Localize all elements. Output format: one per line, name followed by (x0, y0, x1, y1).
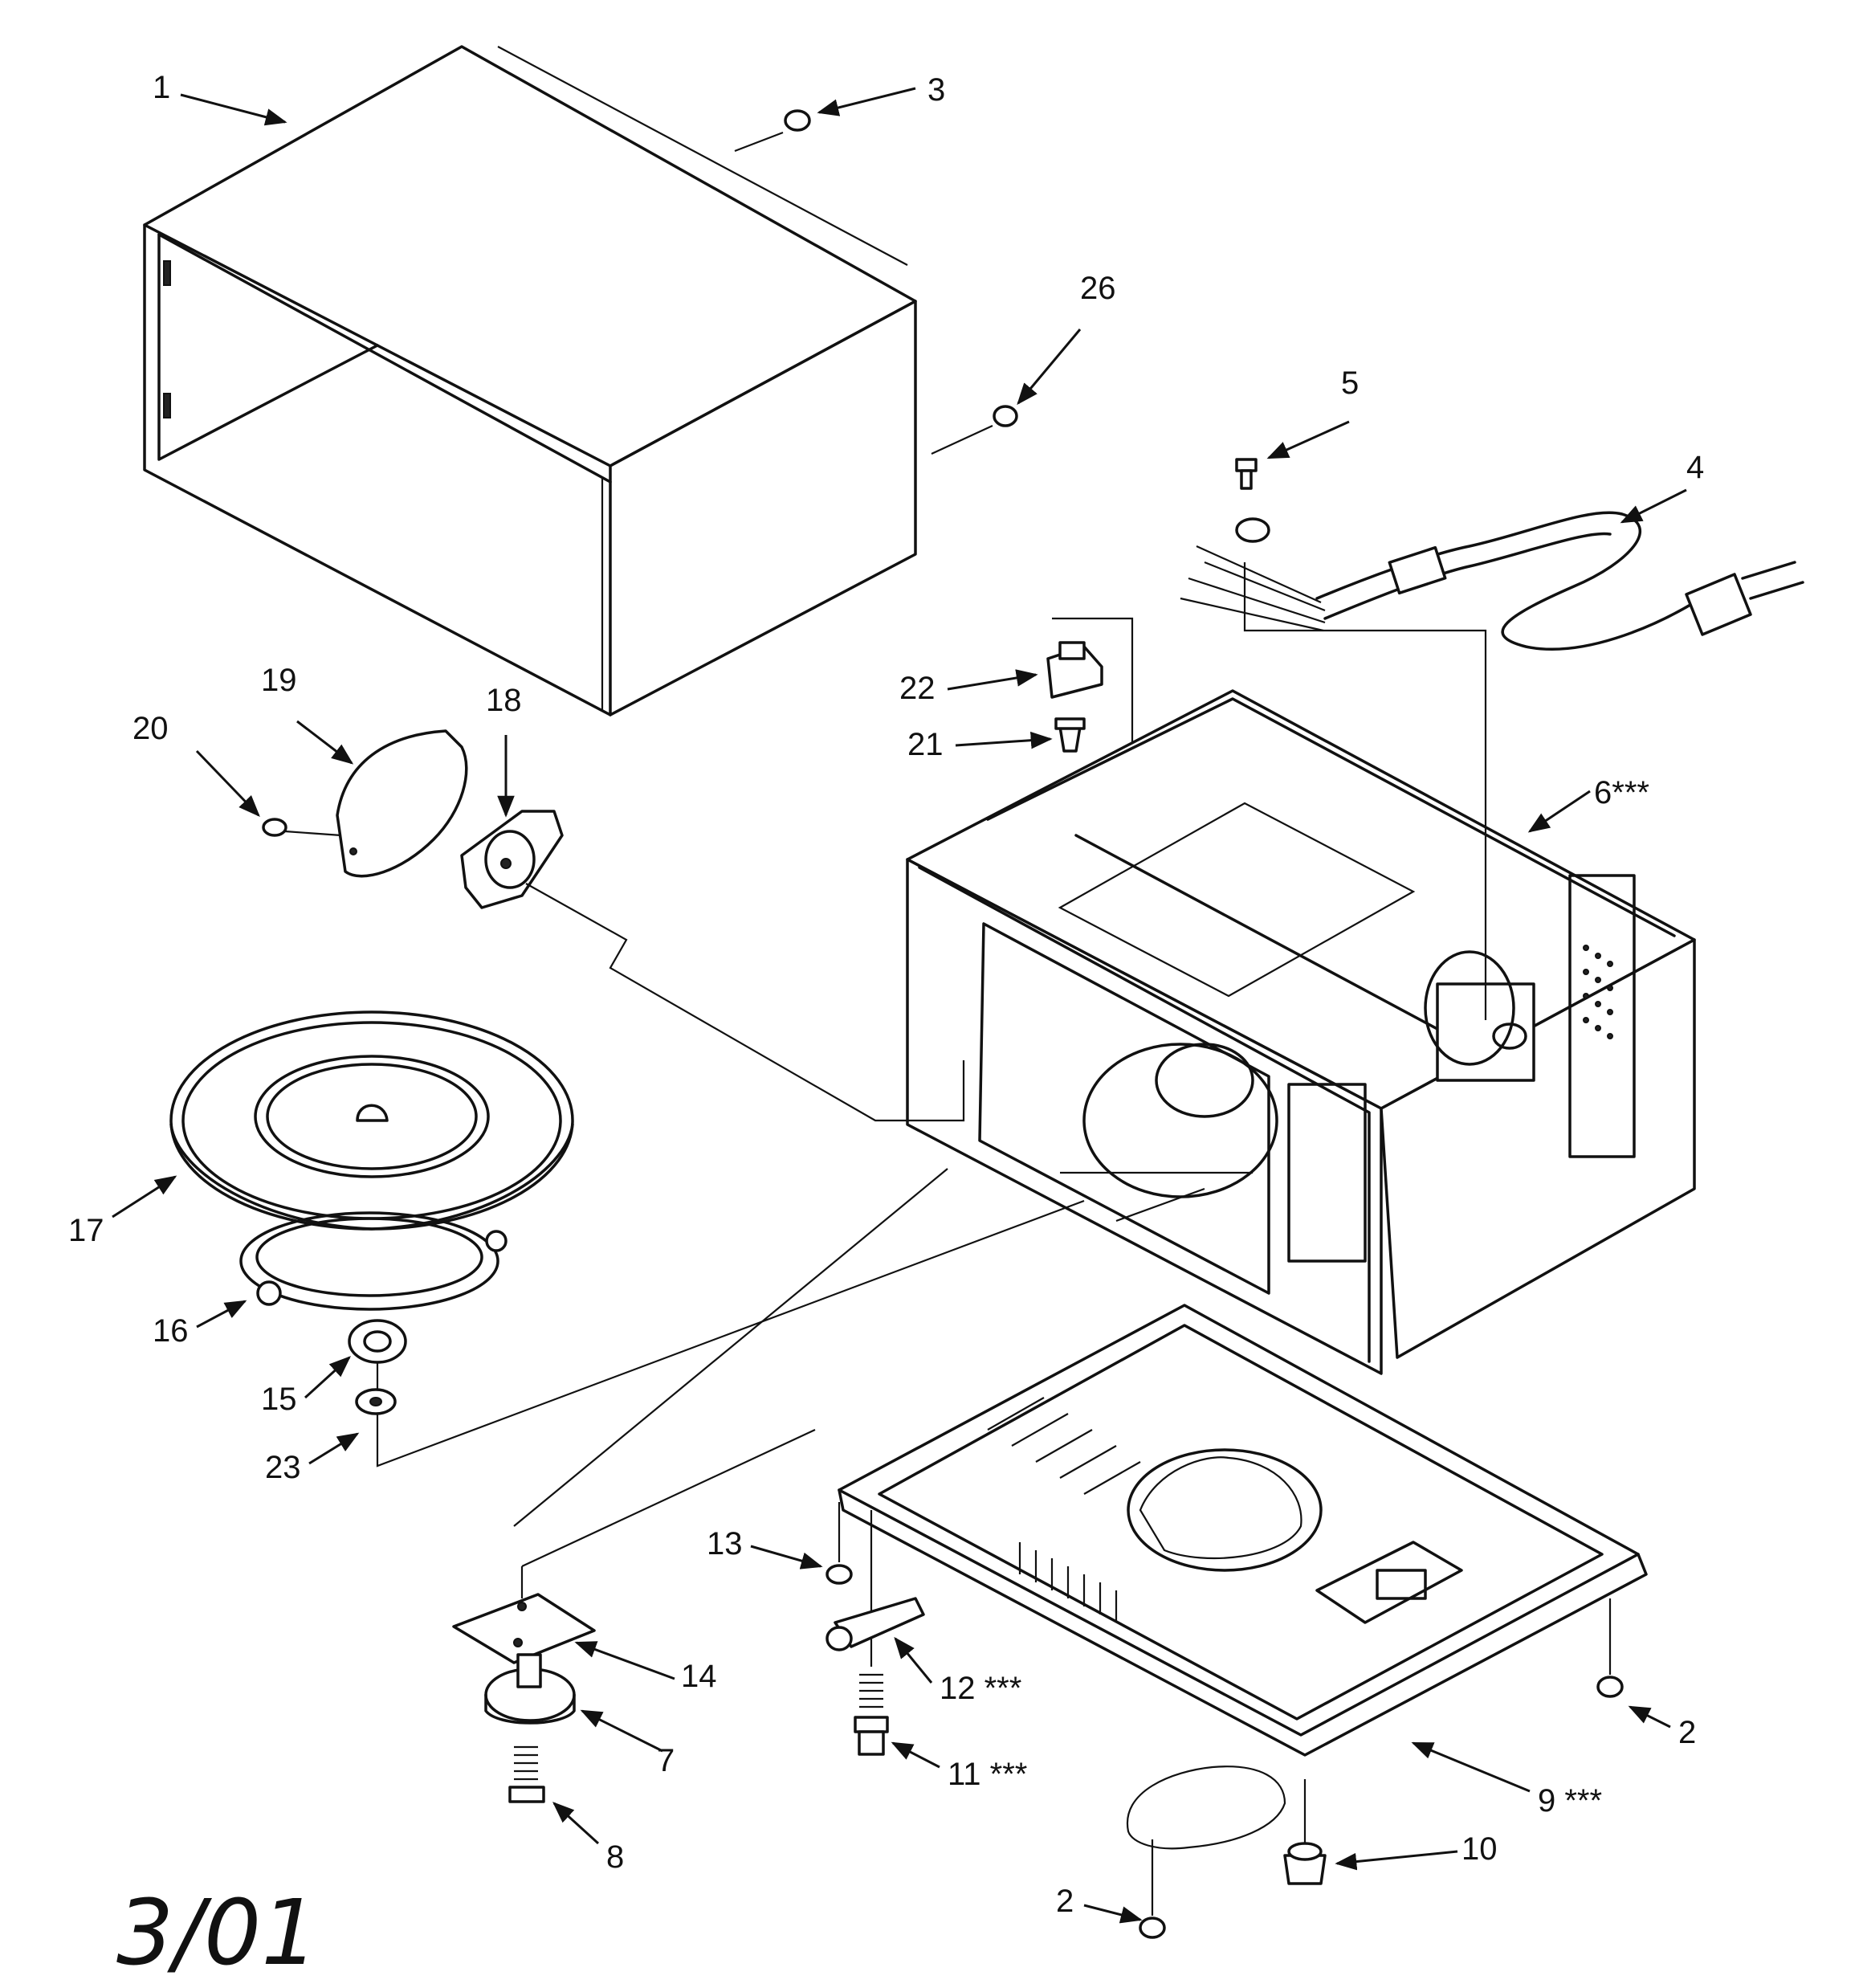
date-mark: 3/01 (116, 1881, 319, 1986)
leader-arrows (112, 87, 1687, 1924)
callout-26: 26 (1080, 271, 1116, 306)
washer-part-13 (826, 1564, 853, 1585)
screw-part-3 (734, 109, 811, 153)
screw-part-20 (262, 818, 342, 837)
base-plate-part-9 (838, 1304, 1648, 1757)
turntable-motor-part-7 (484, 1653, 576, 1725)
waveguide-cover-part-19 (336, 729, 468, 878)
callout-16: 16 (153, 1313, 189, 1349)
screw-part-26 (931, 405, 1018, 455)
callout-2-right: 2 (1678, 1715, 1696, 1750)
callout-2-bottom: 2 (1056, 1884, 1074, 1919)
callout-labels: 1 3 26 5 4 22 21 6*** 19 20 18 17 16 15 … (68, 70, 1704, 1919)
roller-ring-part-16 (239, 1211, 508, 1311)
callout-21: 21 (907, 727, 944, 762)
screw-part-2-right (1596, 1598, 1624, 1698)
foot-part-10 (1283, 1779, 1327, 1885)
base-vents (987, 1397, 1141, 1623)
callout-7: 7 (657, 1743, 675, 1778)
bracket-part-12 (826, 1597, 925, 1651)
screw-part-8 (508, 1745, 545, 1803)
callout-6: 6*** (1594, 775, 1649, 810)
callout-23: 23 (265, 1450, 301, 1485)
callout-10: 10 (1461, 1831, 1498, 1867)
thermal-fuse-part-22 (1046, 641, 1103, 699)
callout-9: 9 *** (1538, 1783, 1602, 1819)
callout-17: 17 (68, 1213, 104, 1248)
callout-3: 3 (927, 72, 945, 108)
callout-12: 12 *** (940, 1671, 1021, 1706)
screw-part-2-bottom (1139, 1839, 1166, 1939)
glass-turntable-part-17 (169, 1010, 574, 1231)
coupling-part-15 (348, 1319, 407, 1364)
power-cord (1180, 511, 1804, 651)
callout-14: 14 (681, 1659, 717, 1694)
callout-8: 8 (606, 1839, 624, 1875)
plate-part-14 (452, 1593, 596, 1664)
screw-part-21 (1054, 717, 1086, 753)
callout-15: 15 (261, 1382, 297, 1417)
oven-cavity-chassis (906, 689, 1696, 1375)
callout-5: 5 (1341, 365, 1359, 401)
screw-part-5 (1235, 458, 1258, 490)
callout-4: 4 (1686, 450, 1704, 485)
outer-cabinet-cover (143, 45, 917, 716)
coupler-part-18 (460, 810, 564, 909)
callout-19: 19 (261, 663, 297, 698)
callout-13: 13 (707, 1526, 743, 1561)
callout-1: 1 (153, 70, 170, 105)
callout-20: 20 (132, 711, 169, 746)
callout-18: 18 (486, 683, 522, 718)
callout-22: 22 (899, 671, 936, 706)
washer-part-23 (355, 1388, 397, 1415)
callout-11: 11 *** (948, 1757, 1027, 1792)
vent-dots (1583, 945, 1613, 1039)
spring-screw-part-11 (854, 1673, 889, 1756)
